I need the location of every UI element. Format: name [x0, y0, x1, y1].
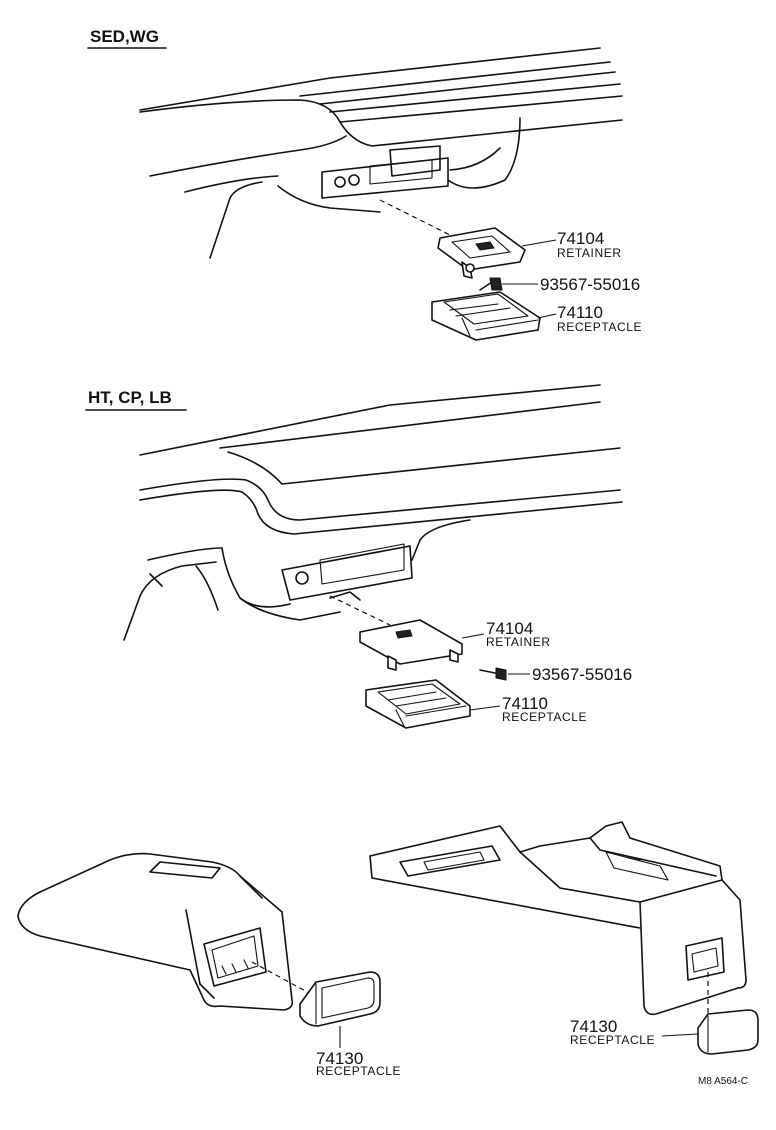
receptacle-part-console-left — [299, 971, 381, 1027]
part-name-receptacle: RECEPTACLE — [316, 1064, 401, 1078]
part-name-retainer: RETAINER — [557, 246, 622, 260]
callout-receptacle-console-right: 74130 RECEPTACLE — [570, 1017, 699, 1047]
console-right — [369, 821, 747, 1016]
assembly-guide-line — [329, 595, 391, 626]
part-number-retainer: 74104 — [486, 619, 533, 638]
part-number-receptacle: 74110 — [502, 694, 548, 713]
section-label-ht-cp-lb: HT, CP, LB — [88, 388, 172, 407]
callout-retainer-ht-cp-lb: 74104 RETAINER — [461, 619, 551, 649]
part-number-screw: 93567-55016 — [540, 275, 640, 294]
part-name-retainer: RETAINER — [486, 635, 551, 649]
section-label-sed-wg: SED,WG — [90, 27, 159, 46]
part-name-receptacle: RECEPTACLE — [502, 710, 587, 724]
part-number-screw: 93567-55016 — [532, 665, 632, 684]
screw-part-sed-wg — [479, 277, 503, 291]
assembly-guide-line — [379, 199, 461, 241]
callout-receptacle-console-left: 74130 RECEPTACLE — [316, 1026, 401, 1078]
instrument-panel-ht-cp-lb — [123, 384, 623, 641]
receptacle-part-console-right — [697, 1009, 759, 1055]
callout-retainer-sed-wg: 74104 RETAINER — [521, 229, 622, 260]
console-left — [17, 852, 294, 1011]
callout-screw-sed-wg: 93567-55016 — [502, 275, 640, 294]
instrument-panel-sed-wg — [139, 47, 623, 259]
receptacle-part-ht-cp-lb — [365, 679, 471, 729]
section-ht-cp-lb: HT, CP, LB — [85, 384, 632, 729]
part-name-receptacle: RECEPTACLE — [570, 1033, 655, 1047]
part-number-retainer: 74104 — [557, 229, 604, 248]
callout-receptacle-sed-wg: 74110 RECEPTACLE — [537, 303, 642, 334]
diagram-reference-code: M8 A564-C — [698, 1076, 748, 1087]
retainer-part-sed-wg — [437, 227, 526, 279]
callout-screw-ht-cp-lb: 93567-55016 — [508, 665, 632, 684]
part-number-receptacle: 74110 — [557, 303, 603, 322]
screw-part-ht-cp-lb — [479, 667, 507, 681]
retainer-part-ht-cp-lb — [359, 619, 463, 671]
section-consoles: 74130 RECEPTACLE 74130 RECEPT — [17, 821, 759, 1078]
part-number-receptacle: 74130 — [316, 1049, 363, 1068]
part-name-receptacle: RECEPTACLE — [557, 320, 642, 334]
receptacle-part-sed-wg — [431, 291, 541, 341]
section-sed-wg: SED,WG — [87, 27, 642, 341]
part-number-receptacle: 74130 — [570, 1017, 617, 1036]
callout-receptacle-ht-cp-lb: 74110 RECEPTACLE — [469, 694, 587, 724]
